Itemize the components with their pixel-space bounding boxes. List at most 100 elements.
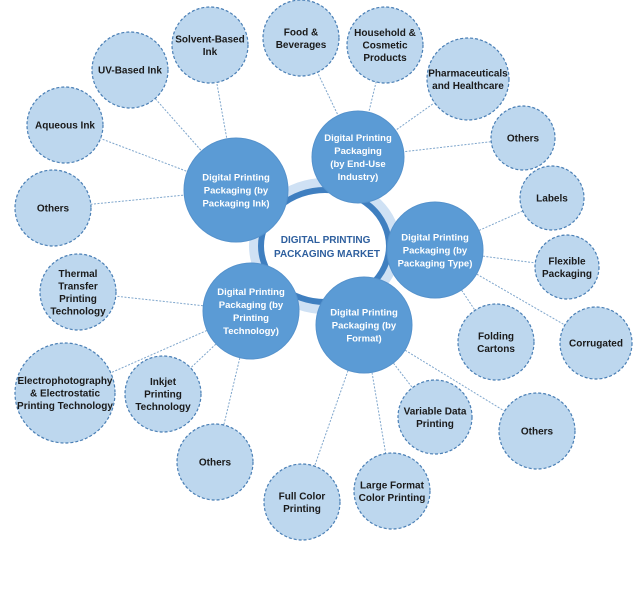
segment-label-line: Corrugated bbox=[569, 339, 623, 350]
segment-label: Others bbox=[199, 458, 232, 469]
segment-label-line: Packaging bbox=[542, 269, 592, 280]
segment-label-line: Printing bbox=[144, 390, 182, 401]
segment-label: Labels bbox=[536, 194, 568, 205]
category-label-line: Packaging Type) bbox=[398, 259, 473, 270]
segment-label-line: Solvent-Based bbox=[175, 34, 244, 45]
category-label-line: (by End-Use bbox=[330, 159, 385, 170]
segment-label-line: Large Format bbox=[360, 480, 425, 491]
segment-node-packaging-type-2[interactable]: Corrugated bbox=[559, 306, 633, 380]
segment-node-end-use-industry-3[interactable]: Others bbox=[490, 105, 556, 171]
segment-label-line: Labels bbox=[536, 194, 568, 205]
segment-circle bbox=[176, 423, 254, 501]
connector-printing-technology-0 bbox=[115, 295, 235, 310]
segment-node-packaging-type-0[interactable]: Labels bbox=[519, 165, 585, 231]
segment-node-packaging-ink-1[interactable]: UV-Based Ink bbox=[91, 31, 169, 109]
category-label-line: Digital Printing bbox=[330, 308, 398, 319]
center-title-line-2: PACKAGING MARKET bbox=[274, 249, 380, 260]
segment-circle bbox=[519, 165, 585, 231]
segment-label-line: Printing bbox=[59, 294, 97, 305]
segment-circle bbox=[498, 392, 576, 470]
segment-node-packaging-ink-2[interactable]: Aqueous Ink bbox=[26, 86, 104, 164]
segment-label-line: Others bbox=[37, 204, 70, 215]
category-label-line: Packaging (by bbox=[204, 186, 269, 197]
segment-label-line: Products bbox=[363, 53, 407, 64]
segment-circle bbox=[353, 452, 431, 530]
segment-label: Food & Beverages bbox=[276, 27, 327, 51]
segment-label-line: Flexible bbox=[548, 256, 586, 267]
category-label-line: Packaging (by bbox=[219, 300, 284, 311]
segment-node-format-1[interactable]: Others bbox=[498, 392, 576, 470]
segment-label-line: and Healthcare bbox=[432, 81, 504, 92]
category-circle bbox=[315, 276, 413, 374]
category-label-line: Packaging Ink) bbox=[202, 199, 269, 210]
segment-label-line: Printing bbox=[416, 419, 454, 430]
connector-end-use-industry-1 bbox=[361, 81, 377, 142]
segment-label: Corrugated bbox=[569, 339, 623, 350]
segment-label-line: Transfer bbox=[58, 281, 98, 292]
category-label-line: Format) bbox=[346, 334, 381, 345]
segment-circle bbox=[171, 6, 249, 84]
segment-label-line: Technology bbox=[50, 306, 106, 317]
segment-label-line: Others bbox=[507, 134, 540, 145]
segment-circle bbox=[263, 463, 341, 541]
segment-label-line: Folding bbox=[478, 331, 514, 342]
category-circle bbox=[202, 262, 300, 360]
segment-label-line: Printing Technology bbox=[17, 401, 113, 412]
category-label-line: Printing bbox=[233, 313, 269, 324]
segment-label-line: Others bbox=[199, 458, 232, 469]
segment-label: Others bbox=[521, 427, 554, 438]
segment-circle bbox=[91, 31, 169, 109]
segment-circle bbox=[490, 105, 556, 171]
segment-node-packaging-ink-3[interactable]: Others bbox=[14, 169, 92, 247]
segment-label: Others bbox=[37, 204, 70, 215]
segment-label: UV-Based Ink bbox=[98, 66, 162, 77]
segment-node-printing-technology-3[interactable]: Others bbox=[176, 423, 254, 501]
category-circle bbox=[183, 137, 289, 243]
category-label-line: Digital Printing bbox=[202, 173, 270, 184]
category-label-line: Packaging (by bbox=[332, 321, 397, 332]
segment-label-line: Food & bbox=[284, 27, 318, 38]
segment-label-line: Cosmetic bbox=[362, 41, 407, 52]
segment-label-line: Others bbox=[521, 427, 554, 438]
center-title-line-1: DIGITAL PRINTING bbox=[281, 235, 371, 246]
segment-label-line: Ink bbox=[203, 47, 218, 58]
category-label-line: Packaging bbox=[334, 146, 382, 157]
connector-packaging-type-3 bbox=[443, 263, 476, 311]
segment-label-line: Beverages bbox=[276, 40, 327, 51]
segment-circle bbox=[262, 0, 340, 77]
connector-end-use-industry-3 bbox=[373, 141, 492, 156]
category-label-line: Technology) bbox=[223, 326, 279, 337]
segment-label-line: Aqueous Ink bbox=[35, 121, 95, 132]
segment-label: Others bbox=[507, 134, 540, 145]
segment-node-end-use-industry-0[interactable]: Food & Beverages bbox=[262, 0, 340, 77]
segment-label-line: Full Color bbox=[279, 491, 326, 502]
